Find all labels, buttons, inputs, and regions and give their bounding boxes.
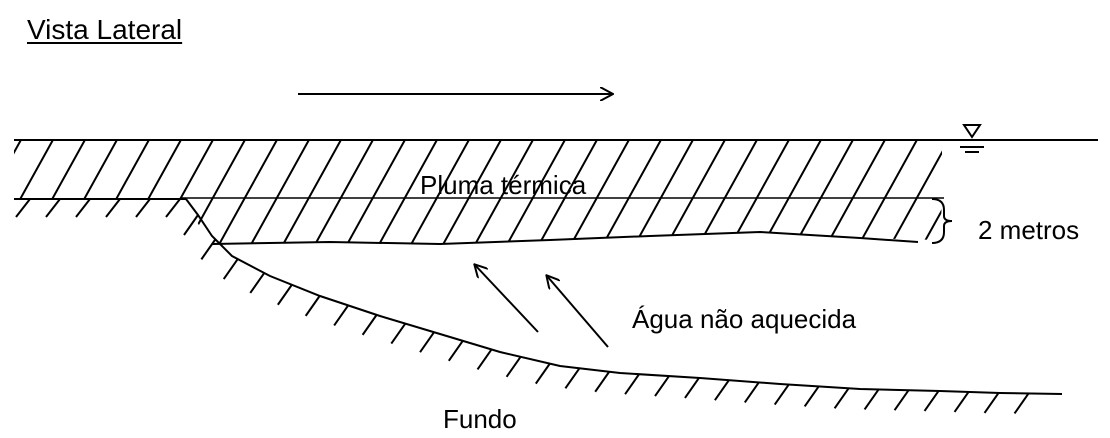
plume-hatch-stroke (631, 140, 695, 244)
shore-hatch-tick (135, 198, 151, 218)
diagram-title: Vista Lateral (27, 14, 183, 45)
shore-hatch-tick (45, 198, 61, 218)
bottom-hatch-tick (863, 388, 880, 411)
depth-label: 2 metros (978, 215, 1080, 245)
plume-hatch-stroke (215, 140, 279, 244)
bottom-hatch-tick (923, 390, 940, 412)
bottom-hatch-tick (277, 284, 293, 306)
plume-hatch-stroke (55, 140, 119, 244)
bottom-hatch-tick (803, 385, 820, 407)
water-level-symbol-icon (960, 124, 984, 153)
bottom-hatch-tick (447, 340, 464, 362)
bottom-hatch-tick (743, 381, 760, 403)
bottom-hatch-tick (505, 356, 522, 378)
upwelling-arrow-icon (547, 276, 609, 348)
unheated-water-label: Água não aquecida (632, 304, 857, 334)
bottom-hatch-tick (304, 295, 321, 317)
shore-hatch-tick (75, 198, 91, 218)
bottom-hatch-tick (476, 348, 493, 371)
bottom-hatch-tick (361, 314, 378, 336)
bottom-hatch-tick (624, 373, 640, 395)
bottom-hatch-tick (534, 363, 551, 385)
plume-hatch-stroke (279, 140, 343, 244)
plume-hatch-stroke (599, 140, 663, 244)
plume-hatch-stroke (247, 140, 311, 244)
plume-hatch-stroke (471, 140, 535, 244)
upwelling-arrow-icon (475, 265, 539, 333)
bottom-hatch-tick (1013, 392, 1030, 415)
bottom-label: Fundo (443, 404, 517, 434)
plume-hatch-stroke (919, 140, 942, 244)
bottom-hatch-tick (833, 387, 850, 409)
plume-hatch-stroke (23, 140, 87, 244)
bottom-hatch-tick (983, 392, 1000, 414)
plume-hatch-stroke (375, 140, 439, 244)
bottom-hatch-tick (183, 214, 199, 236)
bottom-hatch-tick (684, 377, 700, 399)
plume-hatch-stroke (14, 140, 23, 244)
bottom-hatch-tick (893, 389, 910, 411)
plume-hatch-stroke (439, 140, 503, 244)
bottom-hatch-tick (953, 391, 970, 413)
plume-hatch-stroke (855, 140, 919, 244)
plume-hatch-stroke (535, 140, 599, 244)
plume-hatch-stroke (727, 140, 791, 244)
bottom-hatch-tick (564, 367, 581, 389)
plume-hatch-stroke (119, 140, 183, 244)
thermal-plume-hatching (14, 140, 942, 244)
bottom-hatch-tick (714, 379, 730, 401)
bottom-hatch-tick (333, 304, 349, 326)
bottom-hatch-tick (654, 375, 670, 397)
plume-hatch-stroke (791, 140, 855, 244)
bottom-hatch-tick (200, 238, 217, 260)
bottom-hatch-tick (419, 331, 435, 353)
plume-hatch-stroke (695, 140, 759, 244)
sea-bottom-profile (185, 198, 1063, 395)
plume-hatch-stroke (14, 140, 55, 244)
shore-hatching (15, 198, 181, 218)
shore-hatch-tick (15, 198, 31, 218)
plume-lower-boundary (211, 230, 919, 246)
bottom-hatch-tick (594, 371, 611, 393)
depth-bracket (931, 198, 953, 244)
plume-hatch-stroke (311, 140, 375, 244)
thermal-plume-label: Pluma térmica (420, 170, 587, 200)
plume-hatch-stroke (183, 140, 247, 244)
plume-hatch-stroke (503, 140, 567, 244)
plume-hatch-stroke (759, 140, 823, 244)
bottom-hatch-tick (249, 272, 266, 294)
plume-hatch-stroke (407, 140, 471, 244)
plume-hatch-stroke (567, 140, 631, 244)
sea-bottom-hatching (183, 214, 1030, 415)
plume-hatch-stroke (663, 140, 727, 244)
plume-hatch-stroke (87, 140, 151, 244)
plume-hatch-stroke (823, 140, 887, 244)
bottom-hatch-tick (222, 258, 239, 280)
bottom-hatch-tick (390, 323, 407, 345)
plume-hatch-stroke (151, 140, 215, 244)
bottom-hatch-tick (773, 383, 790, 406)
plume-hatch-stroke (887, 140, 942, 244)
shore-hatch-tick (165, 198, 181, 218)
shore-hatch-tick (105, 198, 121, 218)
plume-hatch-stroke (343, 140, 407, 244)
